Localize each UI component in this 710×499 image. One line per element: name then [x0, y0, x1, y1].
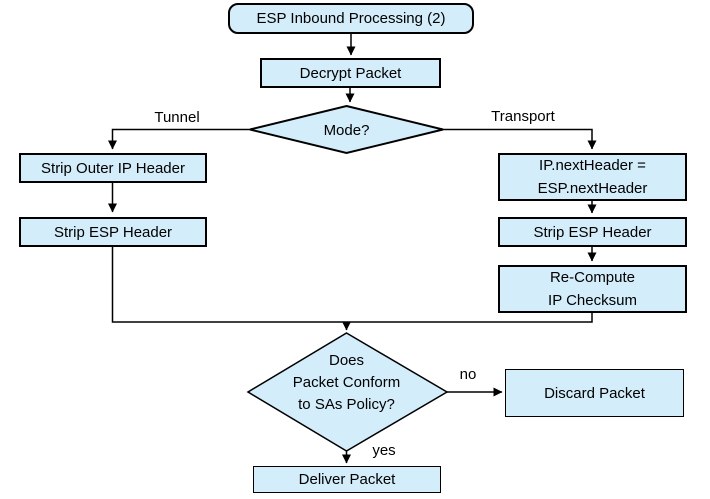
- node-decrypt-packet: Decrypt Packet: [260, 58, 441, 88]
- edge-mode-tunnel-branch: [108, 128, 250, 150]
- mode-diamond-shape: [249, 104, 444, 155]
- node-strip-esp-header-transport: Strip ESP Header: [498, 217, 687, 247]
- edge-merge-line: [111, 247, 593, 323]
- node-recompute-ip-checksum: Re-Compute IP Checksum: [498, 265, 687, 313]
- edge-mode-transport-branch: [443, 128, 597, 150]
- node-ip-next-header-assign: IP.nextHeader = ESP.nextHeader: [498, 153, 687, 201]
- node-policy-decision-label: Does Packet Conform to SAs Policy?: [292, 352, 401, 413]
- node-mode-decision-label: Mode?: [323, 122, 370, 139]
- edge-label-yes: yes: [372, 442, 396, 459]
- node-strip-esp-header-tunnel: Strip ESP Header: [19, 217, 207, 247]
- node-start-terminator: ESP Inbound Processing (2): [228, 3, 474, 34]
- node-discard-packet: Discard Packet: [505, 369, 684, 417]
- node-deliver-packet: Deliver Packet: [253, 466, 441, 493]
- edge-label-tunnel: Tunnel: [154, 109, 200, 126]
- node-strip-outer-ip-header: Strip Outer IP Header: [19, 153, 207, 183]
- edge-label-no: no: [459, 366, 477, 383]
- edge-label-transport: Transport: [491, 108, 555, 125]
